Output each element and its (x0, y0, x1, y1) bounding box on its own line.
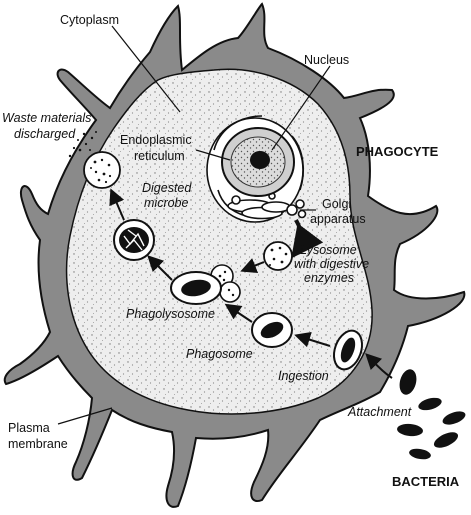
waste-vesicle (83, 151, 121, 189)
label-cytoplasm: Cytoplasm (60, 13, 119, 27)
label-golgi-2: apparatus (310, 212, 366, 226)
label-attachment: Attachment (347, 405, 412, 419)
nucleus (221, 127, 295, 197)
label-plasma-membrane-2: membrane (8, 437, 68, 451)
label-phagocyte: PHAGOCYTE (356, 144, 439, 159)
label-golgi: Golgi (322, 197, 351, 211)
bacterium (433, 432, 459, 448)
phagolysosome (170, 264, 241, 305)
discharged-particles (68, 131, 97, 158)
arrow-attachment-to-ingestion (365, 353, 393, 379)
bacterium (442, 411, 466, 425)
nucleus-complex (206, 115, 307, 223)
label-nucleus: Nucleus (304, 53, 349, 67)
digested-microbe-vesicle (113, 219, 155, 261)
golgi-apparatus (227, 192, 307, 220)
bacteria-group (397, 369, 466, 460)
label-phagolysosome: Phagolysosome (126, 307, 215, 321)
label-waste-2: discharged (14, 127, 76, 141)
label-digested-2: microbe (144, 196, 189, 210)
bacterium (399, 369, 417, 395)
leader-lines (57, 25, 331, 425)
lysosome (263, 241, 293, 271)
arrow-golgi-to-lysosome (291, 219, 324, 259)
bacterium (409, 448, 431, 460)
bacterium (397, 423, 423, 437)
arrow-digested-to-waste (109, 188, 125, 221)
label-lysosome-3: enzymes (304, 271, 354, 285)
arrow-lysosome-to-phagolysosome (240, 258, 265, 273)
label-lysosome: Lysosome (300, 243, 357, 257)
labels: Cytoplasm Nucleus Waste materials discha… (2, 13, 460, 489)
label-digested: Digested (142, 181, 192, 195)
label-er: Endoplasmic (120, 133, 192, 147)
arrow-phagolysosome-to-digested (147, 255, 173, 281)
phagosome (251, 312, 293, 348)
label-ingestion: Ingestion (278, 369, 329, 383)
label-waste: Waste materials (2, 111, 91, 125)
label-er-2: reticulum (134, 149, 185, 163)
process-arrows (109, 188, 393, 379)
label-bacteria: BACTERIA (392, 474, 460, 489)
arrow-ingestion-to-phagosome (294, 331, 331, 348)
label-lysosome-2: with digestive (294, 257, 369, 271)
arrow-phagosome-to-phagolysosome (224, 303, 253, 323)
label-plasma-membrane: Plasma (8, 421, 50, 435)
ingestion-vesicle (332, 329, 364, 371)
label-phagosome: Phagosome (186, 347, 253, 361)
phagocyte-cell (3, 2, 466, 508)
bacterium (418, 397, 442, 411)
